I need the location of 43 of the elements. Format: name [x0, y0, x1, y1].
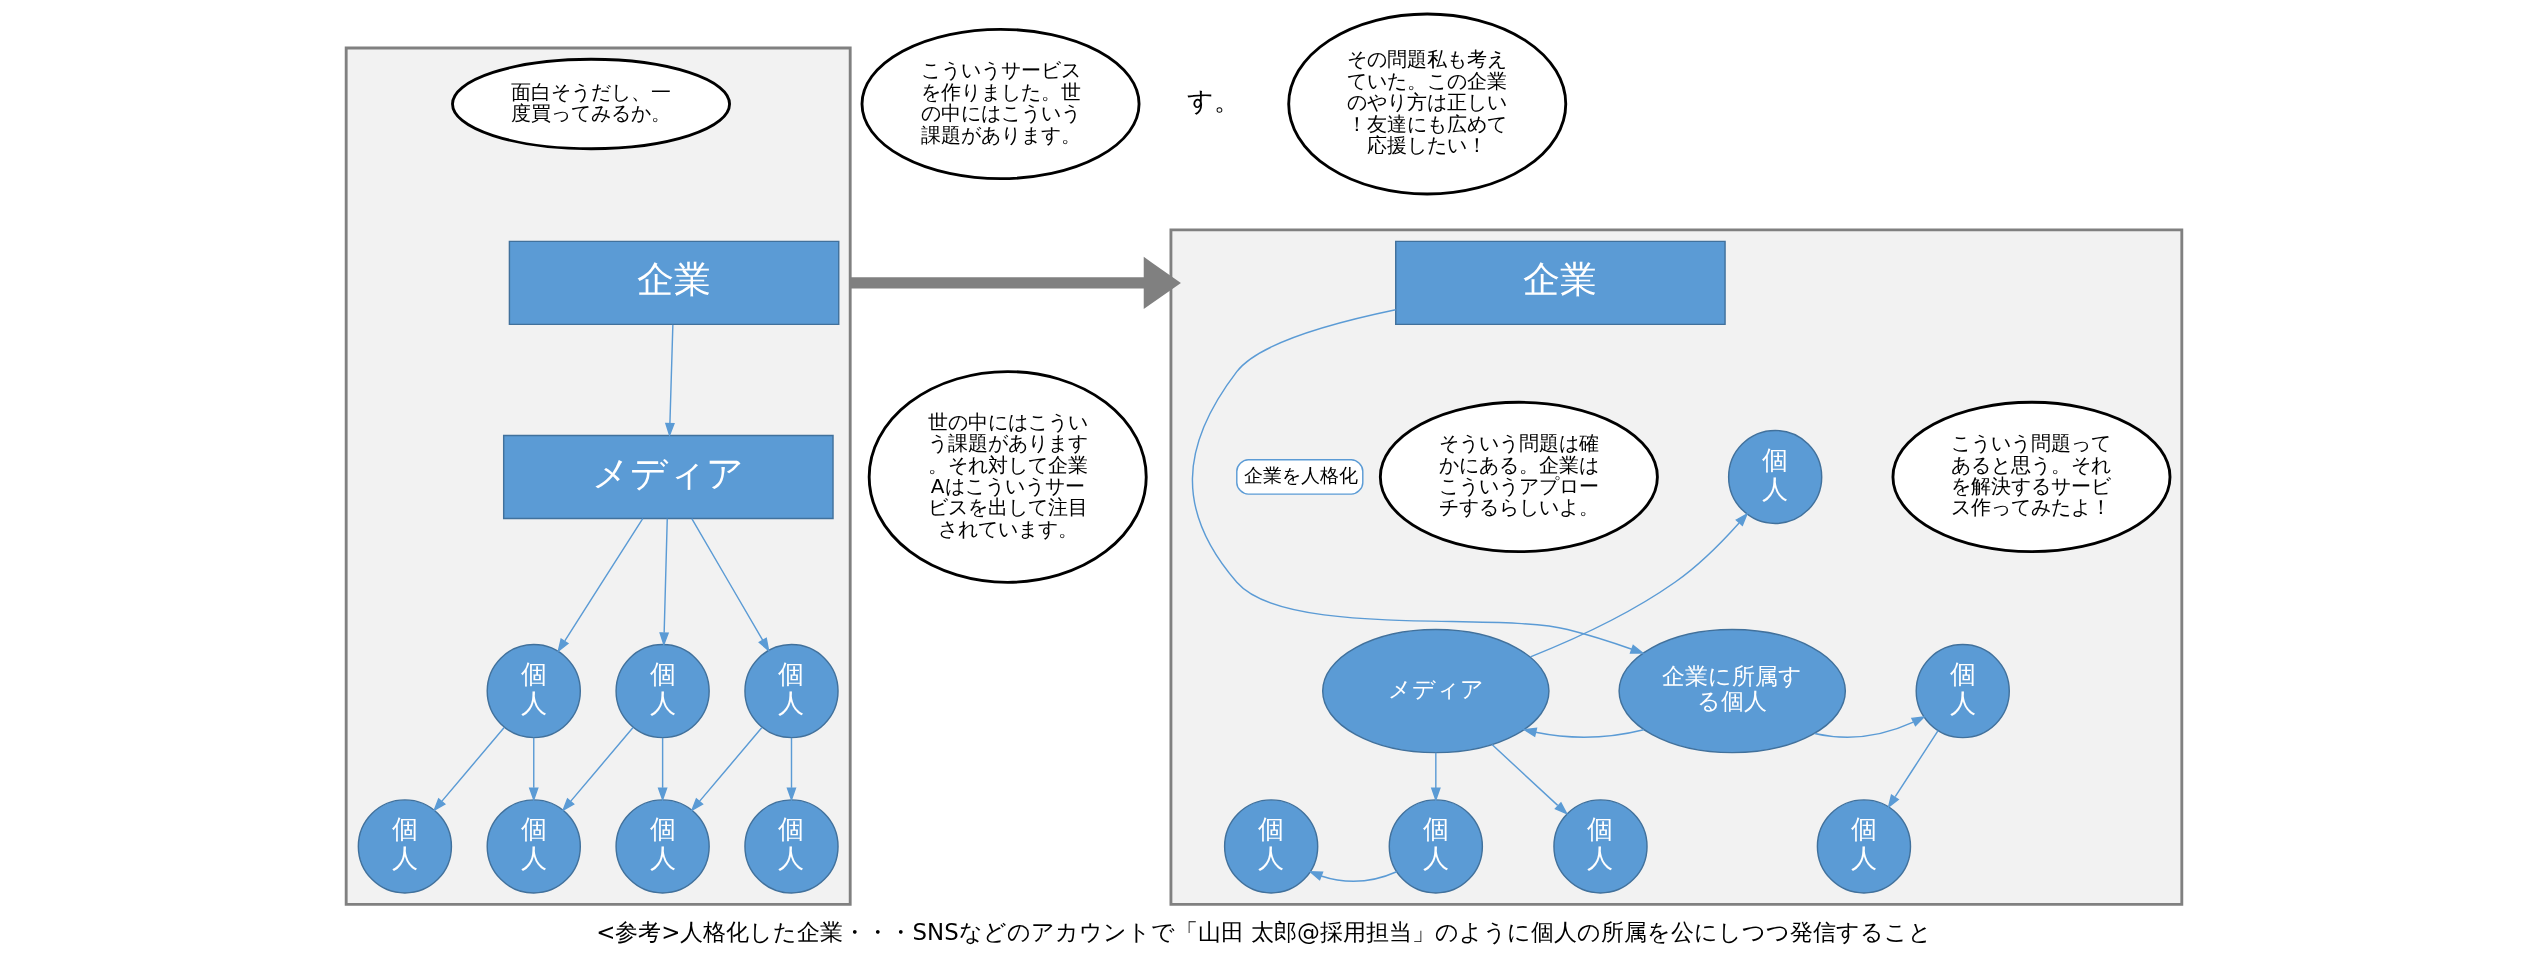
- arrow: [1430, 752, 1441, 802]
- node-box: 企業: [1394, 240, 1726, 326]
- arrow: [1490, 743, 1568, 816]
- arrow: [432, 726, 505, 812]
- cluster: [344, 46, 852, 906]
- node-circle: 個人: [1816, 799, 1911, 894]
- arrow: [1529, 512, 1748, 658]
- arrow: [528, 737, 539, 802]
- node-circle: 個人: [1388, 799, 1483, 894]
- arrow: [1307, 871, 1397, 883]
- node-box: メディア: [502, 434, 834, 520]
- node-ellipse: 世の中にはこういう課題があります。それ対して企業Aはこういうサービスを出して注目されています。: [867, 370, 1148, 584]
- arrow: [664, 324, 675, 438]
- label: す。: [1186, 86, 1240, 117]
- node-ellipse: こういう問題ってあると思う。それを解決するサービス作ってみたよ！: [1891, 400, 2171, 554]
- node-ellipse: 面白そうだし、一度買ってみるか。: [450, 57, 731, 151]
- caption: <参考>人格化した企業・・・SNSなどのアカウントで「山田 太郎@採用担当」のように個人の所属を公にしつつ発信すること: [595, 918, 1932, 945]
- arrow: [785, 737, 796, 802]
- arrow: [690, 517, 770, 653]
- arrow: [556, 517, 643, 653]
- arrow: [1191, 309, 1645, 654]
- arrow: [657, 737, 668, 802]
- arrow: [849, 256, 1181, 309]
- node-ellipse: こういうサービスを作りました。世の中にはこういう課題があります。: [860, 27, 1140, 181]
- node-ellipse: 企業に所属する個人: [1617, 628, 1846, 754]
- node-box: 企業: [508, 240, 839, 326]
- node-circle: 個人: [743, 643, 839, 739]
- node-circle: 個人: [1223, 799, 1318, 894]
- arrow: [1521, 727, 1644, 738]
- node-circle: 個人: [486, 643, 581, 739]
- node-ellipse: その問題私も考えていた。この企業のやり方は正しい！友達にも広めて応援したい！: [1286, 12, 1567, 196]
- cluster: [1169, 228, 2183, 906]
- node-ellipse: そういう問題は確かにある。企業はこういうアプローチするらしいよ。: [1378, 400, 1659, 554]
- node-circle: 個人: [743, 799, 839, 894]
- node-circle: 個人: [1915, 643, 2010, 739]
- node-circle: 個人: [614, 643, 710, 739]
- arrow: [1813, 715, 1926, 738]
- arrow: [561, 726, 634, 812]
- arrow: [1886, 729, 1939, 809]
- node-ellipse: メディア: [1321, 628, 1550, 754]
- arrow: [690, 726, 763, 812]
- edge-label: 企業を人格化: [1243, 464, 1358, 486]
- arrow: [658, 517, 669, 647]
